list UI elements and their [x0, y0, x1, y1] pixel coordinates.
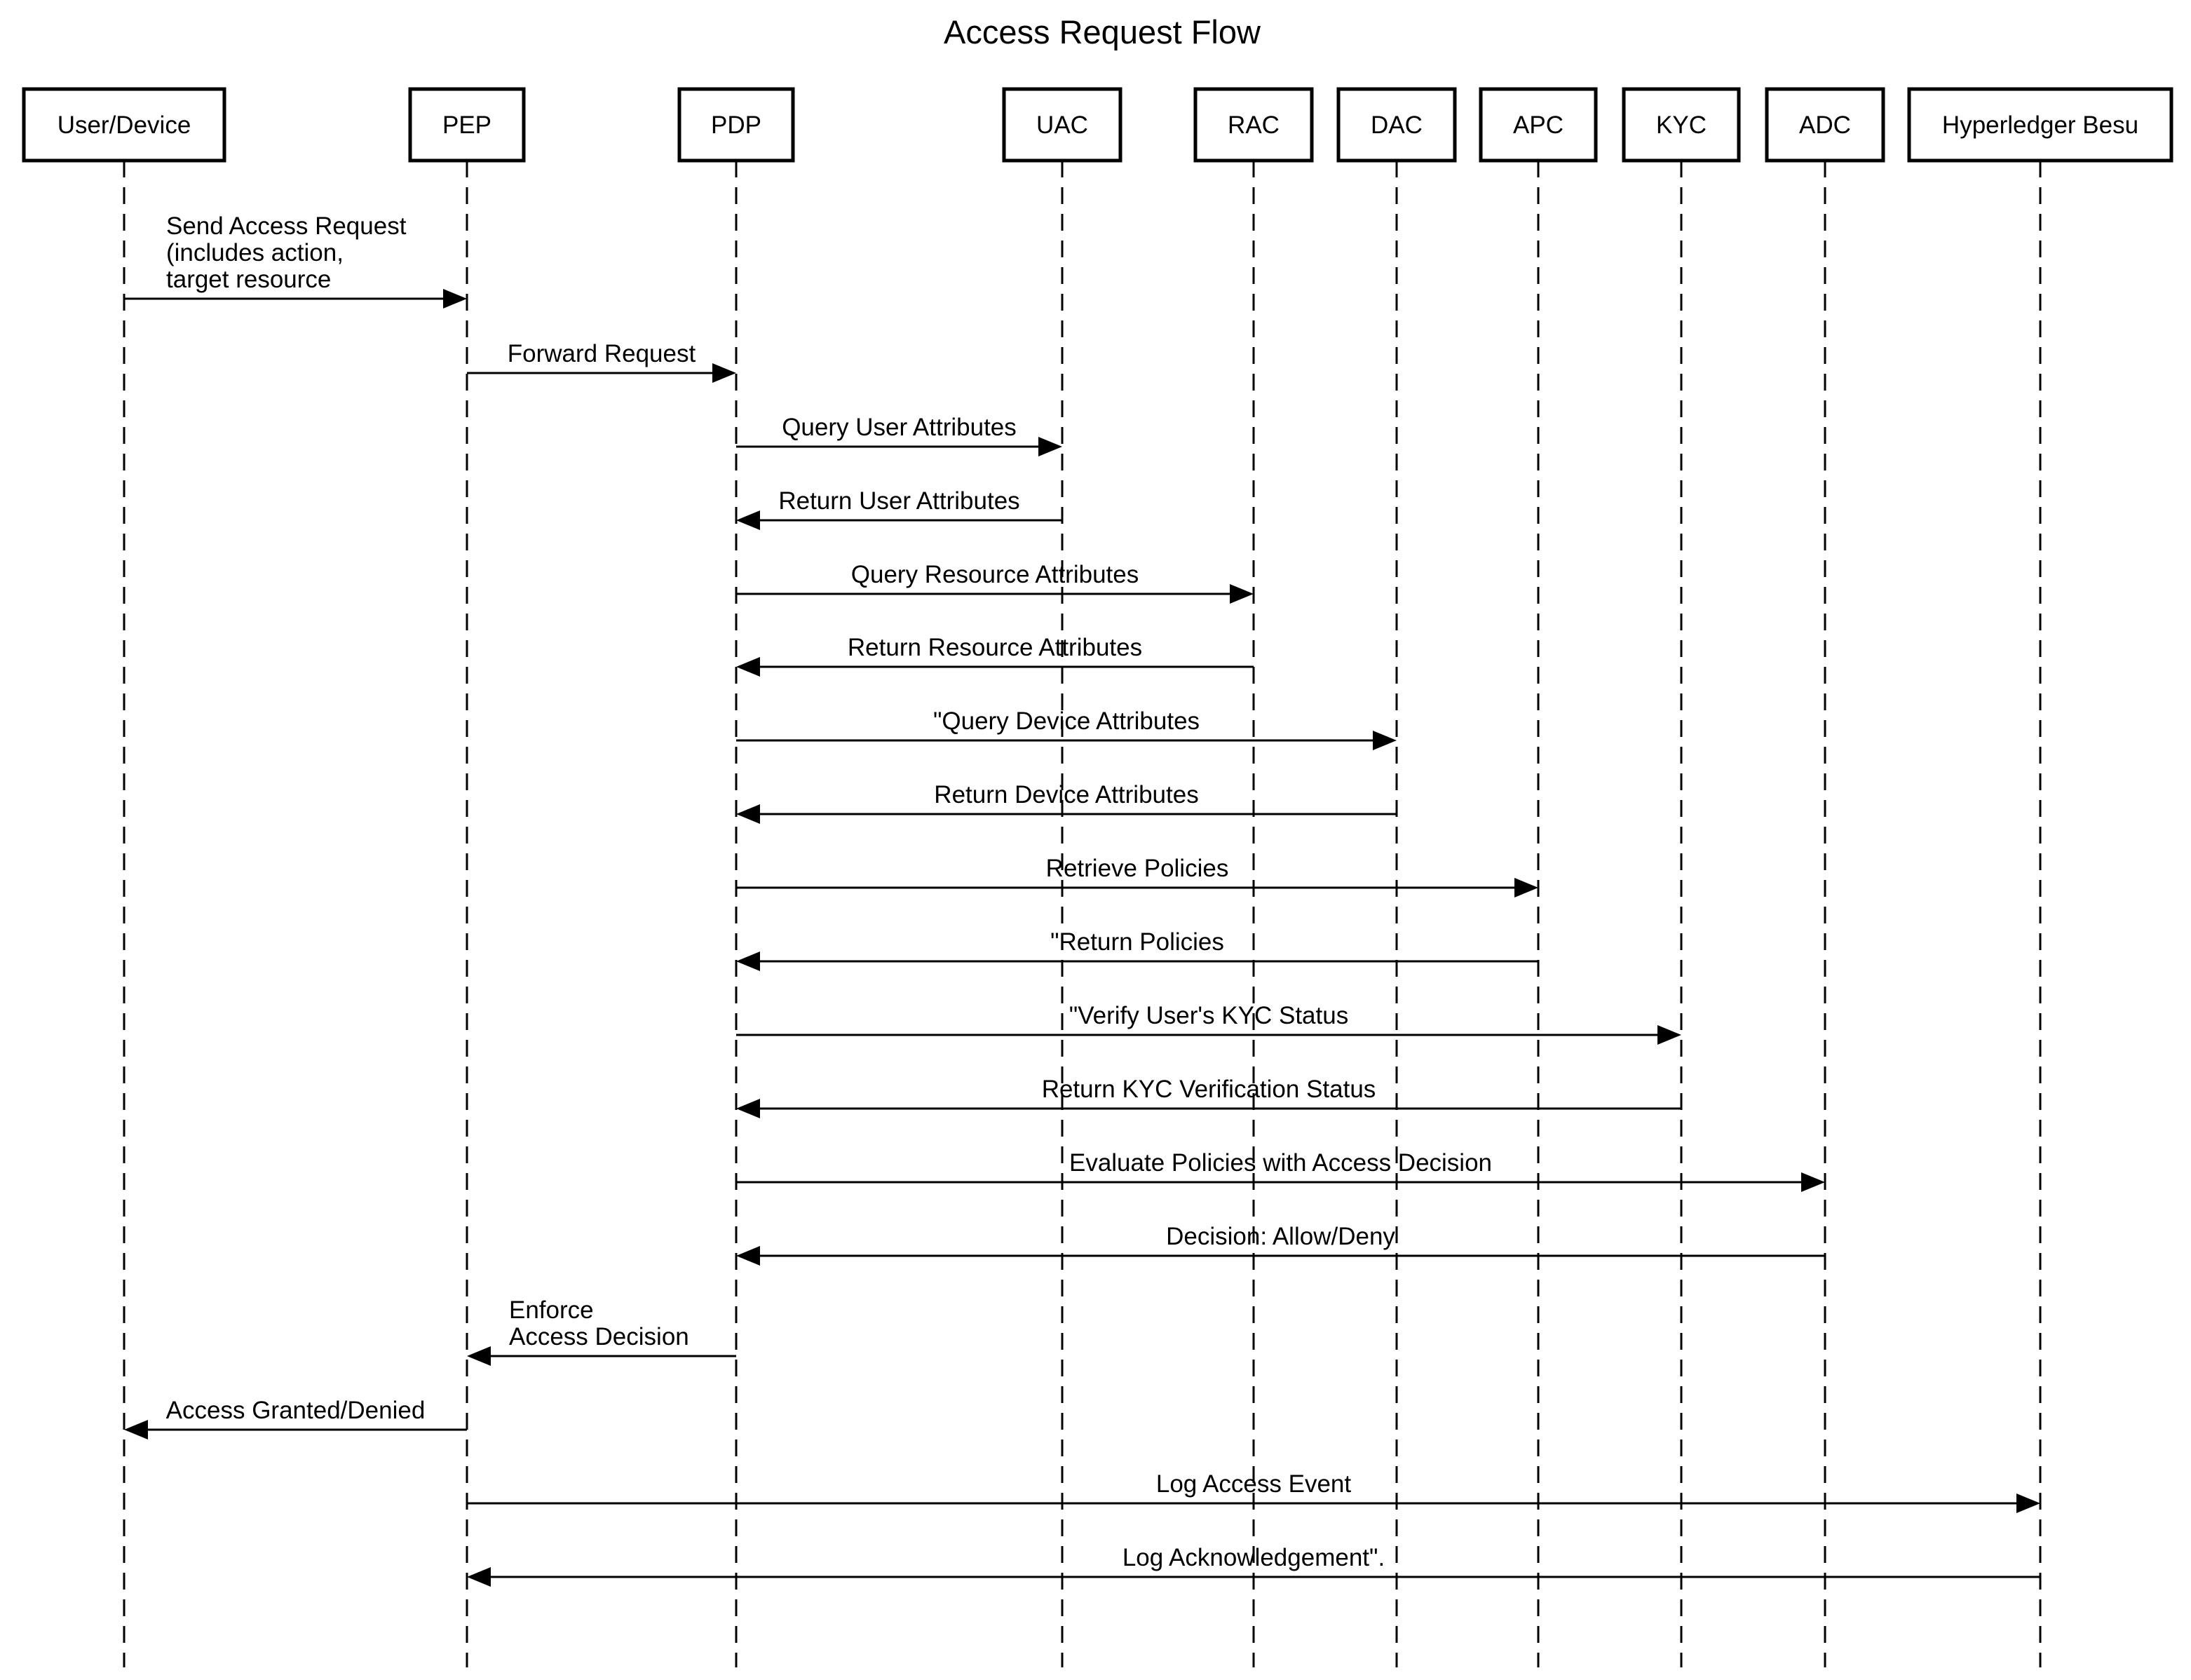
arrowhead [467, 1346, 491, 1366]
participant-adc: ADC [1765, 87, 1885, 163]
participant-box [1479, 87, 1598, 163]
arrowhead [736, 1246, 760, 1266]
message-label: "Return Policies [1050, 928, 1224, 956]
participant-box [1622, 87, 1741, 163]
participant-label: ADC [1799, 111, 1851, 139]
participants: User/Device PEP PDP UAC RAC DAC APC KYC ADC Hyper… [22, 87, 2173, 163]
message-14: Decision: Allow/Deny [736, 1223, 1825, 1266]
message-13: Evaluate Policies with Access Decision [736, 1149, 1825, 1192]
participant-box [408, 87, 526, 163]
arrowhead [1373, 731, 1397, 750]
message-4: Return User Attributes [736, 487, 1062, 530]
message-label: Return User Attributes [778, 487, 1019, 515]
arrowhead [736, 657, 760, 677]
participant-box [677, 87, 795, 163]
message-7: "Query Device Attributes [736, 707, 1397, 750]
participant-box [1907, 87, 2173, 163]
message-label: "Query Device Attributes [933, 707, 1200, 735]
message-label: Evaluate Policies with Access Decision [1069, 1149, 1492, 1177]
message-label: Enforce [509, 1296, 594, 1324]
participant-besu: Hyperledger Besu [1907, 87, 2173, 163]
participant-label: PEP [442, 111, 491, 139]
participant-label: APC [1513, 111, 1563, 139]
participant-box [1765, 87, 1885, 163]
participant-dac: DAC [1336, 87, 1457, 163]
participant-uac: UAC [1002, 87, 1122, 163]
participant-label: User/Device [57, 111, 191, 139]
arrowhead [736, 804, 760, 824]
participant-kyc: KYC [1622, 87, 1741, 163]
arrowhead [467, 1567, 491, 1587]
message-label: Return Resource Attributes [848, 634, 1142, 661]
message-label: Return KYC Verification Status [1042, 1076, 1376, 1103]
message-label: Query Resource Attributes [851, 561, 1139, 588]
message-label: (includes action, [166, 239, 344, 266]
message-label: Query User Attributes [782, 414, 1017, 441]
message-label: Send Access Request [166, 212, 407, 240]
arrowhead [712, 363, 736, 383]
message-12: Return KYC Verification Status [736, 1076, 1681, 1118]
participant-rac: RAC [1193, 87, 1314, 163]
message-label: Forward Request [508, 340, 696, 367]
participant-label: KYC [1656, 111, 1707, 139]
messages: Send Access Request(includes action,targ… [124, 212, 2040, 1587]
participant-label: DAC [1371, 111, 1423, 139]
message-label: Return Device Attributes [934, 781, 1198, 808]
participant-pep: PEP [408, 87, 526, 163]
arrowhead [736, 1099, 760, 1118]
message-1: Send Access Request(includes action,targ… [124, 212, 467, 309]
participant-label: PDP [711, 111, 761, 139]
message-16: Access Granted/Denied [124, 1397, 467, 1439]
arrowhead [736, 510, 760, 530]
participant-label: Hyperledger Besu [1942, 111, 2138, 139]
message-label: target resource [166, 266, 331, 293]
participant-label: UAC [1036, 111, 1088, 139]
arrowhead [1230, 584, 1254, 604]
lifelines [123, 161, 2042, 1667]
message-6: Return Resource Attributes [736, 634, 1254, 677]
message-label: Retrieve Policies [1046, 855, 1229, 882]
participant-box [1336, 87, 1457, 163]
message-11: "Verify User's KYC Status [736, 1002, 1681, 1045]
message-2: Forward Request [467, 340, 736, 383]
arrowhead [2016, 1493, 2040, 1513]
message-8: Return Device Attributes [736, 781, 1397, 824]
message-label: Log Access Event [1156, 1470, 1351, 1498]
message-label: "Verify User's KYC Status [1069, 1002, 1348, 1029]
participant-box [1002, 87, 1122, 163]
participant-label: RAC [1228, 111, 1280, 139]
participant-box [22, 87, 226, 163]
arrowhead [1038, 437, 1062, 456]
diagram-title: Access Request Flow [944, 13, 1261, 50]
message-10: "Return Policies [736, 928, 1538, 971]
arrowhead [124, 1420, 148, 1439]
message-label: Log Acknowledgement". [1122, 1544, 1385, 1571]
participant-apc: APC [1479, 87, 1598, 163]
message-label: Decision: Allow/Deny [1166, 1223, 1395, 1250]
message-9: Retrieve Policies [736, 855, 1538, 897]
message-5: Query Resource Attributes [736, 561, 1254, 604]
arrowhead [1514, 878, 1538, 897]
arrowhead [736, 951, 760, 971]
message-label: Access Granted/Denied [166, 1397, 426, 1424]
participant-box [1193, 87, 1314, 163]
arrowhead [1801, 1172, 1825, 1192]
message-3: Query User Attributes [736, 414, 1062, 456]
message-17: Log Access Event [467, 1470, 2040, 1513]
arrowhead [1657, 1025, 1681, 1045]
message-label: Access Decision [509, 1323, 689, 1350]
participant-user: User/Device [22, 87, 226, 163]
participant-pdp: PDP [677, 87, 795, 163]
message-18: Log Acknowledgement". [467, 1544, 2040, 1587]
arrowhead [443, 289, 467, 309]
